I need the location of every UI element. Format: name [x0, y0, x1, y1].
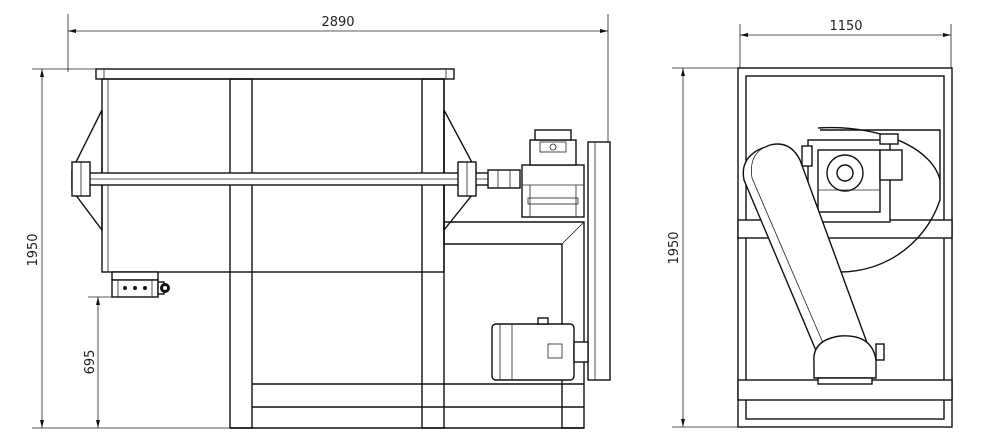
side-frame — [737, 67, 953, 428]
coupling — [487, 169, 521, 189]
gearbox-lower — [521, 164, 585, 218]
belt-guard — [587, 141, 611, 381]
front-leg-right — [421, 78, 445, 429]
motor-terminal-box — [547, 343, 563, 359]
top-cover — [95, 68, 455, 80]
dimension-label-695: 695 — [83, 350, 98, 375]
dimension-label-2890: 2890 — [321, 15, 354, 30]
dimension-label-1950-side: 1950 — [667, 231, 682, 264]
front-view: 2890 1950 695 — [26, 14, 611, 429]
side-view: 1150 1950 — [667, 19, 953, 428]
motor-pulley — [813, 335, 877, 379]
dimension-overall-height: 1950 — [26, 68, 230, 429]
dimension-discharge-height: 695 — [83, 296, 112, 428]
dimension-label-1150: 1150 — [829, 19, 862, 34]
discharge-valve — [111, 271, 170, 298]
gearbox-top — [534, 129, 572, 141]
dimension-side-height: 1950 — [667, 67, 740, 428]
large-pulley — [819, 129, 941, 273]
dimension-side-width: 1150 — [739, 19, 952, 68]
dimension-label-1950-front: 1950 — [26, 233, 41, 266]
dimension-overall-width: 2890 — [67, 14, 609, 145]
front-leg-left — [229, 78, 253, 429]
